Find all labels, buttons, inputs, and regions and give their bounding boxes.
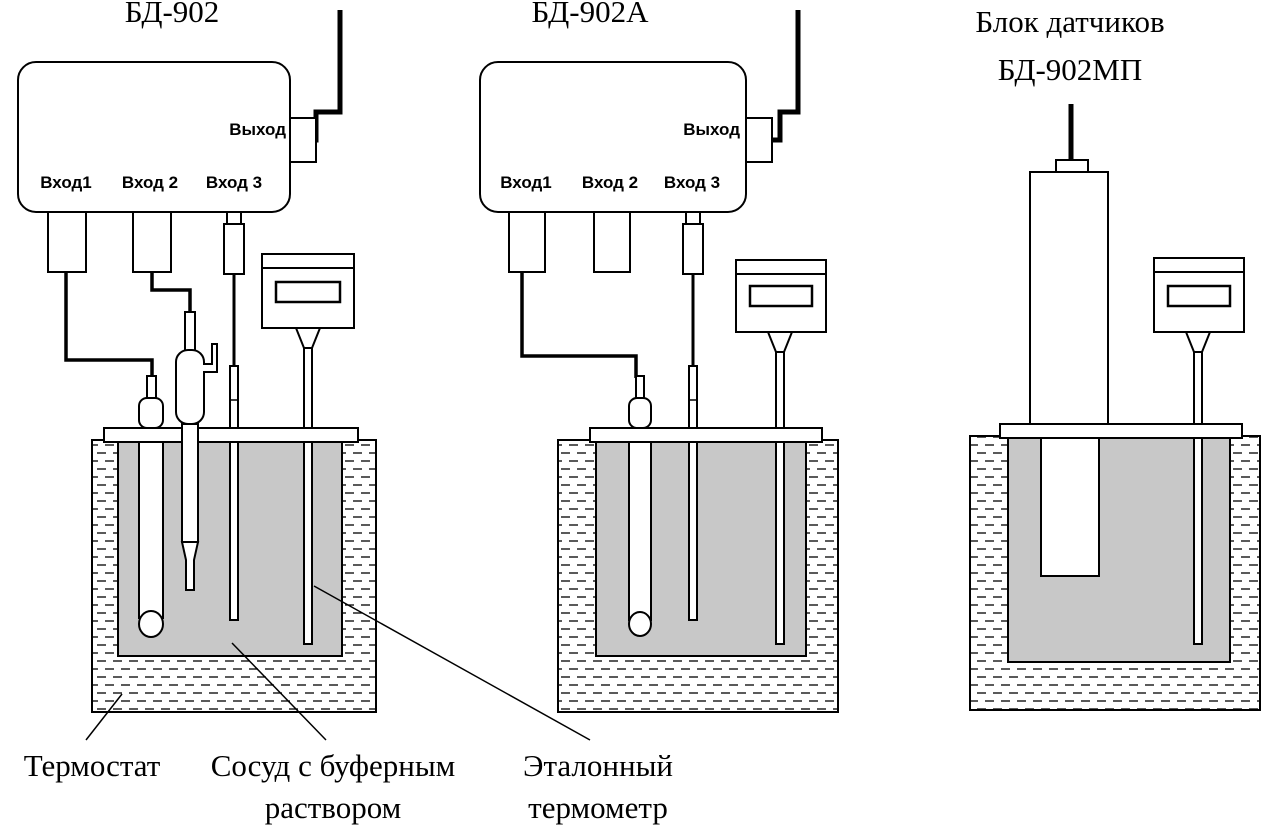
buffer-vessel: [595, 439, 807, 657]
unit-title-line2: БД-902МП: [998, 52, 1143, 87]
leader-thermostat: [85, 693, 123, 741]
thermometer-display: [274, 280, 342, 304]
unit-title: БД-902А: [532, 0, 650, 29]
cable-2: [150, 272, 192, 312]
vessel-lid: [103, 427, 359, 443]
reference-electrode-stem: [181, 423, 199, 543]
electrode-cap: [146, 375, 157, 399]
thermometer-neck: [1184, 331, 1212, 353]
temp-probe-upper: [688, 365, 698, 429]
output-label: Выход: [683, 120, 740, 139]
cable-1: [64, 272, 154, 378]
thermometer-rod: [1193, 437, 1203, 645]
output-connector: [745, 117, 773, 163]
thermometer-display: [748, 284, 814, 308]
probe-connector: [682, 223, 704, 275]
unit-title: БД-902: [125, 0, 220, 29]
output-cable: [772, 10, 801, 143]
input-connector-1: [47, 211, 87, 273]
port-label-2: Вход 2: [122, 173, 178, 192]
electrode-cap: [635, 375, 645, 399]
port-label-3: Вход 3: [206, 173, 262, 192]
electrode-bulb: [138, 610, 164, 638]
electrode-head: [628, 397, 652, 429]
cable-gland: [1055, 159, 1089, 173]
electrode-bulb: [628, 611, 652, 637]
label-thermostat: Термостат: [24, 748, 161, 783]
port-label-2: Вход 2: [582, 173, 638, 192]
ph-electrode: [138, 441, 164, 619]
electrode-head: [138, 397, 164, 429]
thermometer-rod-upper: [1193, 351, 1203, 425]
thermometer-display: [1166, 284, 1232, 308]
thermometer-neck: [766, 331, 794, 353]
reference-electrode-tip: [180, 541, 200, 591]
unit-bd902: БД-902 Выход Вход1 Вход 2 Вход 3: [17, 0, 377, 713]
thermometer-rod: [303, 441, 313, 645]
reference-electrode-top: [184, 311, 196, 353]
unit-bd902a: БД-902А Выход Вход1 Вход 2 Вход 3: [479, 0, 839, 713]
probe-connector: [223, 223, 245, 275]
immersion-cell: [1040, 437, 1100, 577]
vessel-lid: [589, 427, 823, 443]
thermometer-rod: [775, 441, 785, 645]
vessel-lid: [999, 423, 1243, 439]
port-label-1: Вход1: [500, 173, 552, 192]
output-connector: [289, 117, 317, 163]
label-thermometer-line1: Эталонный: [523, 748, 673, 783]
port-label-1: Вход1: [40, 173, 92, 192]
label-vessel-line2: раствором: [265, 790, 402, 825]
sensor-block-body: [1029, 171, 1109, 429]
temp-probe: [688, 441, 698, 621]
input-connector-2: [132, 211, 172, 273]
thermometer-neck: [294, 327, 322, 349]
input-connector-1: [508, 211, 546, 273]
leader-thermometer: [313, 585, 591, 741]
cable-1: [520, 272, 638, 378]
unit-title-line1: Блок датчиков: [975, 4, 1164, 39]
input-connector-2: [593, 211, 631, 273]
reference-electrode-chamber: [175, 349, 205, 425]
label-thermometer-line2: термометр: [528, 790, 668, 825]
port-label-3: Вход 3: [664, 173, 720, 192]
thermometer-rod-upper: [775, 351, 785, 429]
ph-electrode: [628, 441, 652, 621]
unit-bd902mp: Блок датчиков БД-902МП: [969, 4, 1261, 711]
leader-vessel: [231, 642, 327, 741]
thermometer-rod-upper: [303, 347, 313, 429]
probe-connector-head: [226, 211, 242, 225]
temp-probe: [229, 441, 239, 621]
temp-probe-upper: [229, 365, 239, 429]
probe-connector-head: [685, 211, 701, 225]
reference-electrode-port: [203, 343, 218, 373]
callout-leaders: [85, 585, 591, 741]
output-label: Выход: [229, 120, 286, 139]
label-vessel-line1: Сосуд с буферным: [211, 748, 456, 783]
